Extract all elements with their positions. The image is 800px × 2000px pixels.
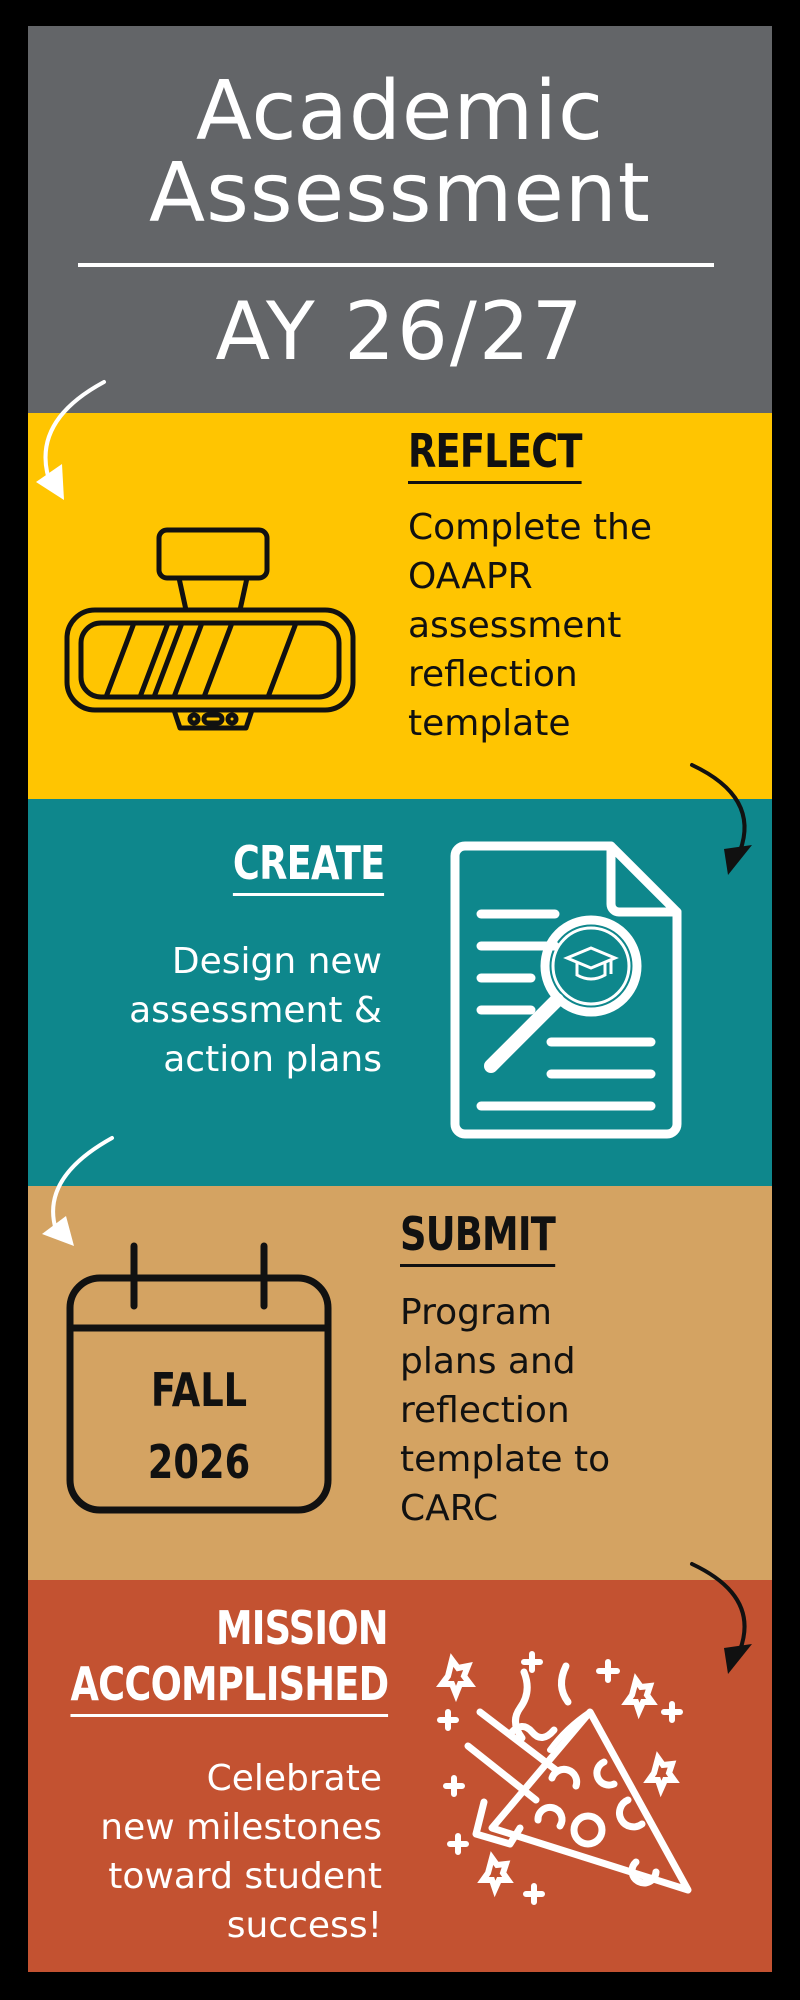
mission-section: MISSION ACCOMPLISHED Celebrate new miles…: [28, 1580, 772, 1972]
mission-description: Celebrate new milestones toward student …: [100, 1754, 382, 1950]
submit-line-4: template to: [400, 1439, 611, 1480]
academic-year: AY 26/27: [215, 285, 585, 378]
reflect-section: REFLECT Complete the OAAPR assessment re…: [28, 413, 772, 799]
mission-line-2: new milestones: [100, 1807, 382, 1848]
mission-heading-line-1: MISSION: [216, 1601, 389, 1655]
submit-description: Program plans and reflection template to…: [400, 1288, 610, 1533]
arrow-to-create-icon: [690, 763, 752, 875]
reflect-line-3: assessment: [408, 605, 622, 646]
submit-heading: SUBMIT: [400, 1208, 556, 1267]
submit-line-5: CARC: [400, 1488, 499, 1529]
title-line-2: Assessment: [149, 146, 651, 241]
title-line-1: Academic: [195, 64, 605, 159]
reflect-line-5: template: [408, 703, 571, 744]
mission-line-1: Celebrate: [206, 1758, 382, 1799]
submit-section: SUBMIT Program plans and reflection temp…: [28, 1186, 772, 1580]
create-section: CREATE Design new assessment & action pl…: [28, 799, 772, 1186]
infographic: Academic Assessment AY 26/27 REFLECT Com…: [28, 26, 772, 1972]
create-line-2: assessment &: [129, 990, 382, 1031]
rearview-mirror-icon: [64, 527, 356, 731]
document-magnifier-icon: [450, 841, 682, 1139]
title-divider: [78, 263, 714, 267]
create-heading: CREATE: [232, 837, 385, 896]
reflect-line-2: OAAPR: [408, 556, 533, 597]
reflect-description: Complete the OAAPR assessment reflection…: [408, 503, 652, 748]
submit-line-2: plans and: [400, 1341, 576, 1382]
mission-line-4: success!: [226, 1905, 382, 1946]
arrow-to-reflect-icon: [36, 380, 106, 500]
reflect-line-1: Complete the: [408, 507, 653, 548]
calendar-season: FALL: [151, 1363, 247, 1417]
create-line-3: action plans: [163, 1039, 382, 1080]
reflect-heading: REFLECT: [408, 425, 583, 484]
arrow-to-mission-icon: [690, 1562, 752, 1674]
calendar-icon: FALL 2026: [66, 1242, 332, 1514]
arrow-to-submit-icon: [42, 1136, 114, 1246]
submit-line-1: Program: [400, 1292, 552, 1333]
mission-line-3: toward student: [108, 1856, 382, 1897]
calendar-year: 2026: [148, 1435, 250, 1489]
submit-line-3: reflection: [400, 1390, 570, 1431]
party-popper-icon: [436, 1651, 692, 1905]
create-line-1: Design new: [171, 941, 382, 982]
create-description: Design new assessment & action plans: [129, 937, 382, 1084]
page-title: Academic Assessment: [28, 71, 772, 235]
reflect-line-4: reflection: [408, 654, 578, 695]
header-band: Academic Assessment AY 26/27: [28, 26, 772, 413]
mission-heading-line-2: ACCOMPLISHED: [70, 1658, 389, 1717]
